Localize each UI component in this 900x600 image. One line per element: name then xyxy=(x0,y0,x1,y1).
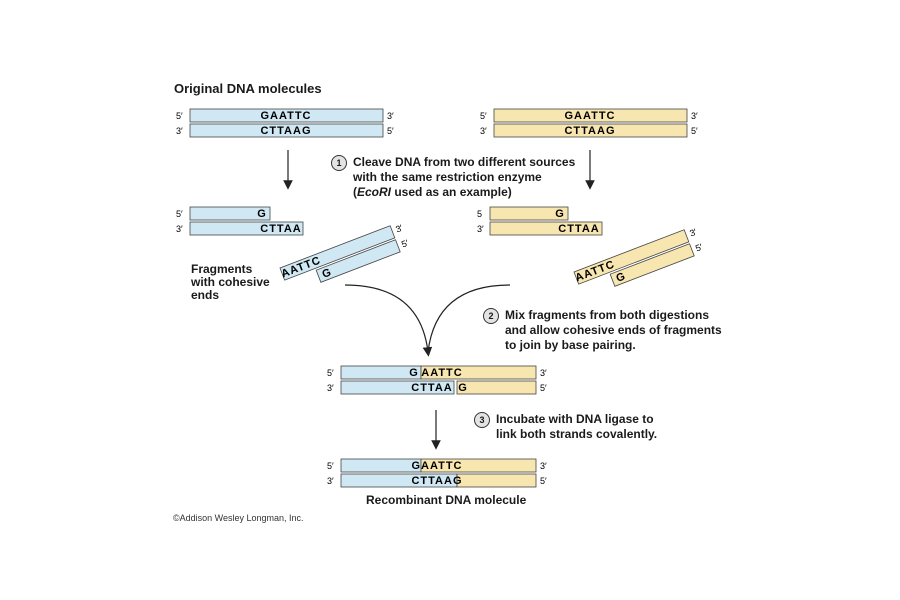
step-2-line-3: to join by base pairing. xyxy=(505,338,636,352)
diagram-title: Original DNA molecules xyxy=(174,81,322,96)
sequence-bottom: CTTAAG xyxy=(564,125,615,137)
end-label: 5′ xyxy=(540,383,547,393)
step-3-line-2: link both strands covalently. xyxy=(496,427,658,441)
original-molecule-left: 5′ 3′ 3′ 5′ GAATTC CTTAAG xyxy=(176,108,394,138)
end-label: 5′ xyxy=(387,126,394,136)
sequence-g: G xyxy=(458,382,468,394)
end-label: 3′ xyxy=(540,461,547,471)
fragments-label-line: ends xyxy=(191,288,220,302)
cleaved-fragment-right-rotated: AATTC G 3′ 5′ xyxy=(573,227,704,287)
end-label: 3′ xyxy=(327,383,334,393)
end-label: 5′ xyxy=(176,111,183,121)
step-number-badge: 2 xyxy=(483,308,499,324)
end-label: 5′ xyxy=(540,476,547,486)
sequence-g: G xyxy=(409,367,419,379)
step-1-line-1: Cleave DNA from two different sources xyxy=(353,155,576,169)
sequence-top: GAATTC xyxy=(260,110,311,122)
sequence-aattc: AATTC xyxy=(421,367,462,379)
end-label: 5′ xyxy=(327,368,334,378)
recombinant-label: Recombinant DNA molecule xyxy=(366,493,527,507)
sequence-g: G xyxy=(320,266,333,281)
fragments-label-line: with cohesive xyxy=(191,275,270,289)
step-1-line-2: with the same restriction enzyme xyxy=(353,170,542,184)
end-label: 3′ xyxy=(480,126,487,136)
sequence-g: G xyxy=(257,208,267,220)
sequence-top: GAATTC xyxy=(411,460,462,472)
end-label: 5 xyxy=(477,209,482,219)
end-label: 5′ xyxy=(327,461,334,471)
sequence-bottom: CTTAAG xyxy=(411,475,462,487)
end-label: 5′ xyxy=(691,126,698,136)
cleaved-fragment-right: 5 3′ G CTTAA xyxy=(477,206,603,236)
copyright-credit: ©Addison Wesley Longman, Inc. xyxy=(173,513,304,523)
end-label: 3′ xyxy=(176,224,183,234)
merge-arrow-left xyxy=(344,284,433,357)
fragments-label: Fragments with cohesive ends xyxy=(191,263,270,302)
cleaved-fragment-left: 5′ 3′ G CTTAA xyxy=(176,206,304,236)
end-label: 5′ xyxy=(694,242,704,254)
step-2-line-1: Mix fragments from both digestions xyxy=(505,308,710,322)
sequence-cttaa: CTTAA xyxy=(558,223,599,235)
end-label: 3′ xyxy=(327,476,334,486)
annealed-molecule: 5′ 3′ 3′ 5′ G AATTC CTTAA G xyxy=(327,365,547,395)
sequence-aattc: AATTC xyxy=(574,258,617,284)
step-number-badge: 1 xyxy=(331,155,347,171)
sequence-top: GAATTC xyxy=(564,110,615,122)
step-1-line-3: (EcoRI used as an example) xyxy=(353,185,512,199)
end-label: 5′ xyxy=(400,238,410,250)
end-label: 3′ xyxy=(477,224,484,234)
sequence-aattc: AATTC xyxy=(280,254,323,280)
end-label: 3′ xyxy=(691,111,698,121)
merge-arrow-right xyxy=(427,284,511,353)
sequence-cttaa: CTTAA xyxy=(260,223,301,235)
original-molecule-right: 5′ 3′ 3′ 5′ GAATTC CTTAAG xyxy=(480,108,698,138)
step-2-line-2: and allow cohesive ends of fragments xyxy=(505,323,722,337)
sequence-g: G xyxy=(555,208,565,220)
step-3-line-1: Incubate with DNA ligase to xyxy=(496,412,654,426)
end-label: 3′ xyxy=(176,126,183,136)
end-label: 5′ xyxy=(176,209,183,219)
end-label: 5′ xyxy=(480,111,487,121)
recombinant-molecule: 5′ 3′ 3′ 5′ GAATTC CTTAAG xyxy=(327,458,547,488)
sequence-cttaa: CTTAA xyxy=(411,382,452,394)
end-label: 3′ xyxy=(540,368,547,378)
end-label: 3′ xyxy=(688,227,698,239)
end-label: 3′ xyxy=(387,111,394,121)
step-number-badge: 3 xyxy=(474,412,490,428)
fragments-label-line: Fragments xyxy=(191,262,253,276)
sequence-g: G xyxy=(614,270,627,285)
end-label: 3′ xyxy=(394,223,404,235)
sequence-bottom: CTTAAG xyxy=(260,125,311,137)
